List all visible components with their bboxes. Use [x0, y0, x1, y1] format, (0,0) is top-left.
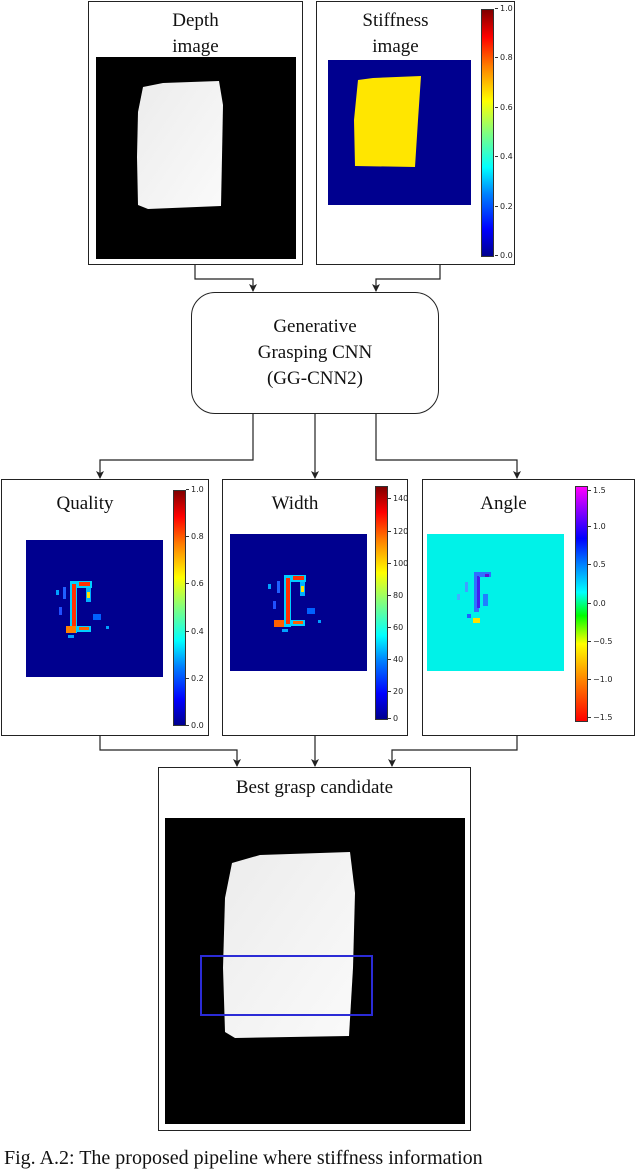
- quality-tick: 0.2: [186, 674, 204, 683]
- cnn-line-3: (GG-CNN2): [266, 368, 364, 389]
- quality-tick: 0.8: [186, 532, 204, 541]
- best-grasp-object: [223, 852, 355, 1038]
- angle-tick: 1.0: [588, 522, 606, 531]
- depth-title-line-2: image: [172, 36, 219, 57]
- arrow-cnn-to-quality: [96, 414, 254, 479]
- stiffness-title-line-1: Stiffness: [362, 10, 429, 31]
- best-grasp-image: [165, 818, 465, 1124]
- stiffness-image-panel: Stiffness image 1.0 0.8 0.6 0.4 0.2 0.0: [316, 1, 515, 265]
- cnn-line-2: Grasping CNN: [257, 342, 373, 363]
- cnn-line-1: Generative: [273, 316, 357, 337]
- stiffness-tick: 0.4: [495, 152, 513, 161]
- depth-title-line-1: Depth: [172, 10, 219, 31]
- angle-tick: −1.5: [587, 713, 613, 722]
- angle-title: Angle: [480, 493, 527, 514]
- width-tick: 0: [387, 714, 399, 723]
- width-map: [230, 534, 367, 671]
- quality-colorbar: [173, 490, 186, 726]
- quality-tick: 0.0: [186, 721, 204, 730]
- quality-tick: 1.0: [186, 485, 204, 494]
- quality-tick: 0.6: [186, 579, 204, 588]
- angle-tick: 0.0: [588, 599, 606, 608]
- width-title: Width: [271, 493, 319, 514]
- angle-tick: −0.5: [587, 637, 613, 646]
- width-panel: Width 140 120 100 80 60 40 20 0: [222, 479, 408, 736]
- stiffness-colorbar: [481, 9, 494, 257]
- stiffness-tick: 1.0: [495, 4, 513, 13]
- width-tick: 60: [387, 623, 404, 632]
- grasp-rectangle: [200, 955, 373, 1016]
- width-tick: 80: [387, 591, 404, 600]
- angle-tick: −1.0: [587, 675, 613, 684]
- quality-panel: Quality 1.0 0.8 0.6 0.4 0.2 0.0: [1, 479, 209, 736]
- width-tick: 20: [387, 687, 404, 696]
- stiffness-object: [354, 76, 421, 167]
- stiffness-image-title: Stiffness image: [317, 8, 474, 60]
- stiffness-tick: 0.6: [495, 103, 513, 112]
- stiffness-tick: 0.2: [495, 202, 513, 211]
- quality-map: [26, 540, 163, 677]
- angle-tick: 0.5: [588, 560, 606, 569]
- best-grasp-title: Best grasp candidate: [235, 777, 394, 798]
- depth-image: [96, 57, 296, 259]
- width-tick: 120: [387, 527, 409, 536]
- arrow-cnn-to-angle: [375, 414, 521, 479]
- arrow-stiffness-to-cnn: [372, 265, 441, 292]
- stiffness-tick: 0.0: [495, 251, 513, 260]
- angle-tick: 1.5: [588, 486, 606, 495]
- stiffness-tick: 0.8: [495, 53, 513, 62]
- angle-panel: Angle 1.5 1.0 0.5 0.0 −0.5 −1.0 −1.5: [422, 479, 635, 736]
- width-tick: 40: [387, 655, 404, 664]
- quality-title: Quality: [56, 493, 114, 514]
- depth-object: [137, 81, 223, 209]
- best-grasp-panel: Best grasp candidate: [158, 767, 471, 1131]
- arrow-angle-to-best: [388, 736, 518, 767]
- angle-colorbar: [575, 486, 588, 722]
- angle-map: [427, 534, 564, 671]
- width-tick: 140: [387, 494, 409, 503]
- figure-caption: Fig. A.2: The proposed pipeline where st…: [4, 1147, 483, 1169]
- depth-image-panel: Depth image: [88, 1, 303, 265]
- arrow-quality-to-best: [99, 736, 241, 767]
- gg-cnn2-block: Generative Grasping CNN (GG-CNN2): [191, 292, 439, 414]
- width-tick: 100: [387, 559, 409, 568]
- stiffness-title-line-2: image: [372, 36, 419, 57]
- depth-image-title: Depth image: [89, 8, 302, 60]
- quality-tick: 0.4: [186, 627, 204, 636]
- arrow-depth-to-cnn: [194, 265, 257, 292]
- width-colorbar: [375, 486, 388, 720]
- stiffness-image: [328, 60, 471, 205]
